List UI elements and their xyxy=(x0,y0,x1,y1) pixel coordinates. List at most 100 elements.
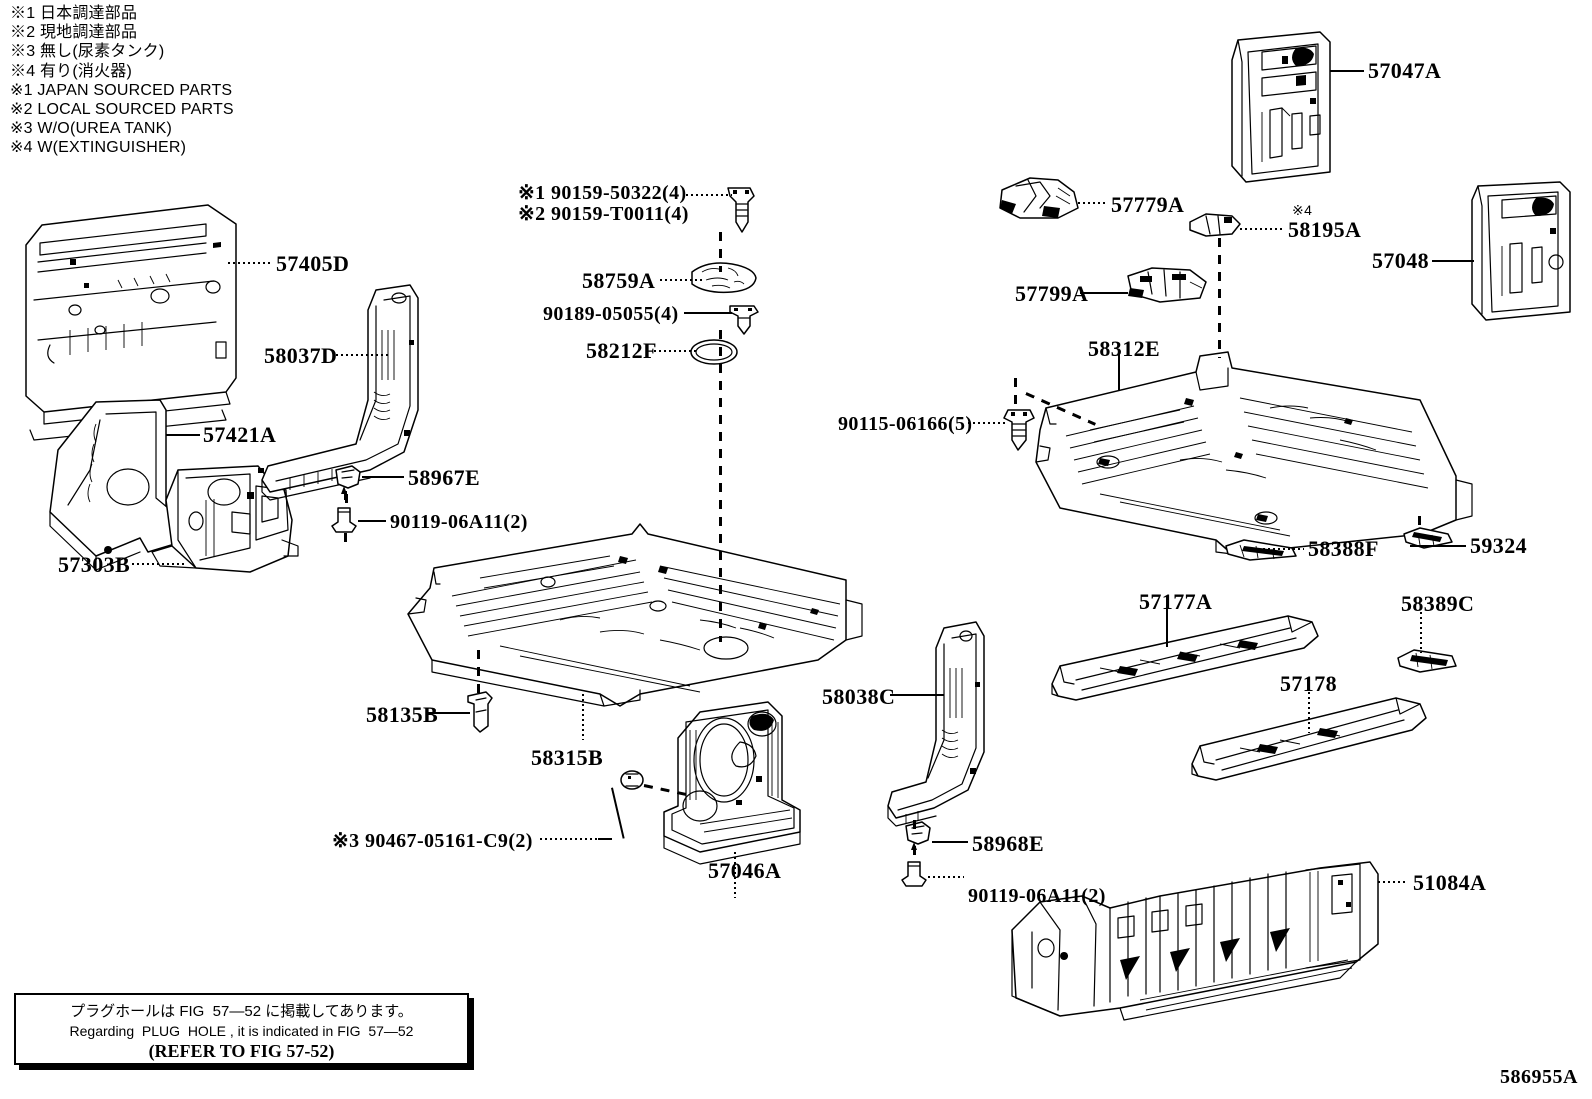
legend-line: ※2 現地調達部品 xyxy=(10,24,138,42)
callout-90119-06A11-left: 90119-06A11(2) xyxy=(390,511,528,533)
part-art-58038C xyxy=(887,621,985,827)
callout-57178: 57178 xyxy=(1280,671,1337,696)
part-art-57799A xyxy=(1127,267,1207,303)
callout-51084A: 51084A xyxy=(1413,870,1487,895)
part-art-57177A xyxy=(1051,615,1319,701)
callout-90159-50322: ※1 90159-50322(4) xyxy=(518,182,687,204)
leader-58195A xyxy=(1240,228,1284,230)
part-art-57048 xyxy=(1471,181,1571,321)
leader-57799A xyxy=(1080,292,1128,294)
leader-90189 xyxy=(684,312,732,314)
leader-dash-bolt-to-plug xyxy=(719,232,722,272)
callout-58315B: 58315B xyxy=(531,745,604,770)
part-art-58967E xyxy=(335,465,361,494)
callout-90119-06A11-right: 90119-06A11(2) xyxy=(968,885,1106,907)
leader-90467-diag xyxy=(611,787,625,839)
part-art-58389C xyxy=(1397,649,1457,673)
leader-dash-90115 xyxy=(1014,378,1017,406)
leader-58312E xyxy=(1118,352,1120,390)
legend-line: ※4 有り(消火器) xyxy=(10,62,133,80)
part-art-90119-right xyxy=(901,861,927,887)
legend-line: ※3 W/O(UREA TANK) xyxy=(10,120,173,138)
leader-58388F xyxy=(1248,548,1304,550)
leader-90115 xyxy=(968,422,1006,424)
callout-90159-T0011: ※2 90159-T0011(4) xyxy=(518,203,689,225)
leader-dash-58967E xyxy=(344,491,347,505)
leader-dash-58038C-clip xyxy=(913,820,916,830)
callout-90115-06166: 90115-06166(5) xyxy=(838,413,973,435)
leader-90467-dot xyxy=(540,838,600,840)
plug-hole-note-box: プラグホールは FIG 57—52 に掲載してあります。 Regarding P… xyxy=(14,993,469,1065)
part-art-90467-grommet xyxy=(620,770,644,790)
part-art-58759A xyxy=(691,262,757,294)
callout-57047A: 57047A xyxy=(1368,58,1442,83)
part-art-57405D xyxy=(25,204,237,441)
leader-58212F xyxy=(654,350,696,352)
part-art-58388F xyxy=(1225,539,1297,561)
callout-57799A: 57799A xyxy=(1015,281,1089,306)
leader-59324 xyxy=(1410,545,1466,547)
part-art-90189-clip xyxy=(729,305,759,335)
leader-58968E xyxy=(932,841,968,843)
note-line-reference: (REFER TO FIG 57-52) xyxy=(148,1041,335,1061)
leader-57177A xyxy=(1166,605,1168,647)
part-art-58312E xyxy=(1035,351,1473,555)
callout-58312E: 58312E xyxy=(1088,336,1161,361)
callout-58195A: 58195A xyxy=(1288,217,1362,242)
callout-58195A-note-marker: ※4 xyxy=(1292,202,1313,218)
leader-dash-90467 xyxy=(643,784,690,797)
leader-dash-59324 xyxy=(1418,516,1421,530)
part-art-58037D xyxy=(261,284,419,501)
leader-dash-58195A xyxy=(1218,238,1221,358)
note-line-japanese: プラグホールは FIG 57—52 に掲載してあります。 xyxy=(70,1003,413,1020)
leader-58038C xyxy=(890,694,944,696)
callout-58389C: 58389C xyxy=(1401,591,1475,616)
legend-line: ※4 W(EXTINGUISHER) xyxy=(10,139,187,157)
leader-dash-90119-left xyxy=(344,533,347,547)
leader-57405D xyxy=(228,262,272,264)
leader-dash-58968E xyxy=(913,846,916,862)
callout-57421A: 57421A xyxy=(203,422,277,447)
callout-58038C: 58038C xyxy=(822,684,896,709)
part-art-57046A xyxy=(663,701,801,865)
leader-51084A xyxy=(1378,881,1408,883)
part-art-57779A xyxy=(999,177,1079,219)
callout-57046A: 57046A xyxy=(708,858,782,883)
callout-59324: 59324 xyxy=(1470,533,1527,558)
part-art-90119-left xyxy=(331,507,357,533)
callout-58968E: 58968E xyxy=(972,831,1045,856)
part-art-58212F xyxy=(690,339,738,365)
leader-57779A xyxy=(1078,202,1108,204)
legend-line: ※1 JAPAN SOURCED PARTS xyxy=(10,81,233,99)
callout-58135B: 58135B xyxy=(366,702,439,727)
part-art-58968E xyxy=(905,821,931,850)
callout-57048: 57048 xyxy=(1372,248,1429,273)
leader-58315B xyxy=(582,694,584,740)
leader-57178 xyxy=(1308,687,1310,733)
leader-90159 xyxy=(686,194,732,196)
callout-58212F: 58212F xyxy=(586,338,657,363)
note-line-english: Regarding PLUG HOLE , it is indicated in… xyxy=(69,1023,414,1039)
callout-57177A: 57177A xyxy=(1139,589,1213,614)
leader-dash-grommet-to-floor xyxy=(719,364,722,642)
callout-58388F: 58388F xyxy=(1308,536,1379,561)
leader-58967E xyxy=(362,476,404,478)
leader-57047A xyxy=(1330,70,1364,72)
leader-58135B xyxy=(428,712,470,714)
part-art-58135B xyxy=(467,691,493,733)
callout-58759A: 58759A xyxy=(582,268,656,293)
sheet-id: 586955A xyxy=(1500,1066,1578,1088)
legend-line: ※2 LOCAL SOURCED PARTS xyxy=(10,101,234,119)
callout-58037D: 58037D xyxy=(264,343,338,368)
leader-dash-90115-diag xyxy=(1025,392,1096,426)
leader-57046A xyxy=(734,852,736,898)
leader-58759A xyxy=(660,279,704,281)
callout-90467-05161-C9: ※3 90467-05161-C9(2) xyxy=(332,830,533,852)
leader-58389C xyxy=(1420,607,1422,653)
leader-58037D xyxy=(336,354,388,356)
part-art-90115-bolt xyxy=(1003,409,1035,451)
leader-57303B xyxy=(132,563,184,565)
legend-line: ※1 日本調達部品 xyxy=(10,5,138,22)
callout-57303B: 57303B xyxy=(58,552,131,577)
